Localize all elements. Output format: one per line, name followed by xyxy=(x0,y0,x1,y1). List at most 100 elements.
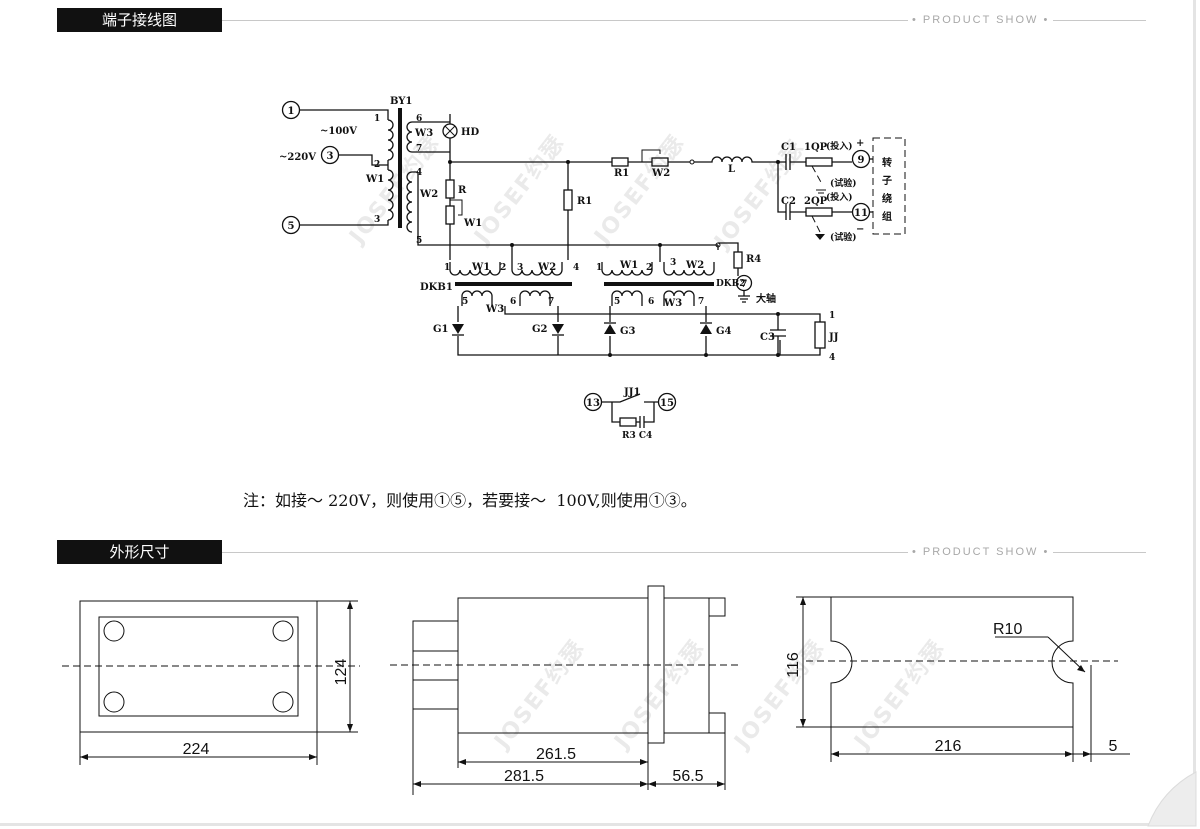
svg-text:7: 7 xyxy=(416,144,422,154)
jj1-label: JJ1 xyxy=(623,387,640,398)
terminal-5: 5 xyxy=(281,215,301,235)
svg-text:−: − xyxy=(856,224,864,235)
r1-label: R1 xyxy=(577,196,592,207)
svg-text:G4: G4 xyxy=(716,326,732,337)
svg-text:2: 2 xyxy=(646,263,652,273)
svg-text:C3: C3 xyxy=(760,332,775,343)
svg-text:9: 9 xyxy=(858,155,865,166)
inductor-l-label: L xyxy=(728,164,735,175)
svg-text:5: 5 xyxy=(288,221,295,232)
svg-text:C2: C2 xyxy=(781,196,796,207)
by1-label: BY1 xyxy=(390,96,412,107)
svg-text:1: 1 xyxy=(288,106,295,117)
svg-text:4: 4 xyxy=(573,263,579,273)
svg-text:1: 1 xyxy=(374,114,380,124)
terminal-3: 3 xyxy=(320,145,340,165)
diode-g1: G1 xyxy=(433,324,464,336)
svg-text:W2: W2 xyxy=(685,260,704,271)
svg-text:绕: 绕 xyxy=(882,192,892,205)
svg-text:(投入): (投入) xyxy=(826,191,853,203)
svg-text:W2: W2 xyxy=(537,262,556,273)
product-show-tagline-1: • PRODUCT SHOW • xyxy=(908,13,1054,27)
rotor-winding-box xyxy=(872,137,906,235)
by1-w2-label: W2 xyxy=(419,189,438,200)
dim-116: 116 xyxy=(785,652,802,678)
svg-text:(投入): (投入) xyxy=(826,140,853,152)
resistor-r3 xyxy=(619,417,637,427)
svg-text:7: 7 xyxy=(548,297,554,307)
dim-216: 216 xyxy=(935,738,962,755)
svg-text:5: 5 xyxy=(416,236,422,246)
r-label: R xyxy=(458,185,467,196)
svg-text:7: 7 xyxy=(741,279,748,290)
diode-g4: G4 xyxy=(700,322,732,337)
svg-text:子: 子 xyxy=(882,175,892,187)
v100-label: ~100V xyxy=(320,126,357,137)
svg-text:3: 3 xyxy=(517,263,523,273)
dkb2-label: DKB2 xyxy=(716,279,746,289)
svg-text:1: 1 xyxy=(829,311,835,321)
svg-text:1: 1 xyxy=(596,263,602,273)
svg-text:R3 C4: R3 C4 xyxy=(622,431,652,441)
svg-text:(试验): (试验) xyxy=(830,177,857,189)
relay-jj xyxy=(814,321,826,349)
svg-text:G1: G1 xyxy=(433,324,449,335)
svg-text:W1: W1 xyxy=(619,260,638,271)
svg-text:2: 2 xyxy=(500,263,506,273)
terminal-13: 13 xyxy=(583,392,603,412)
terminal-7: 7 xyxy=(735,274,753,292)
svg-text:4: 4 xyxy=(829,353,835,363)
svg-text:JJ: JJ xyxy=(828,332,839,343)
diode-g3: G3 xyxy=(604,322,636,337)
svg-text:2QP: 2QP xyxy=(804,196,828,207)
svg-text:1: 1 xyxy=(444,263,450,273)
svg-text:W2: W2 xyxy=(651,168,670,179)
svg-text:转: 转 xyxy=(882,156,892,169)
svg-text:3: 3 xyxy=(670,258,676,268)
svg-text:W3: W3 xyxy=(663,298,682,309)
svg-text:+: + xyxy=(856,138,864,149)
svg-text:1QP: 1QP xyxy=(804,142,828,153)
dim-5: 5 xyxy=(1109,738,1118,755)
svg-text:R4: R4 xyxy=(746,254,761,265)
v220-label: ~220V xyxy=(279,152,316,163)
svg-text:3: 3 xyxy=(374,215,380,225)
svg-text:3: 3 xyxy=(327,151,334,162)
wiring-note: 注：如接～ 220V，则使用①⑤，若要接～ 100V,则使用①③。 xyxy=(243,491,697,510)
svg-text:4: 4 xyxy=(416,168,422,178)
svg-text:5: 5 xyxy=(462,297,468,307)
svg-text:C1: C1 xyxy=(781,142,796,153)
dim-281-5: 281.5 xyxy=(504,768,544,785)
dim-261-5: 261.5 xyxy=(536,746,576,763)
svg-text:W1: W1 xyxy=(471,262,490,273)
svg-text:HD: HD xyxy=(461,127,479,138)
w1-pot-label: W1 xyxy=(463,218,482,229)
by1-w1-label: W1 xyxy=(365,174,384,185)
product-show-tagline-2: • PRODUCT SHOW • xyxy=(908,545,1054,559)
section-title-terminal: 端子接线图 xyxy=(57,8,222,32)
dkb1-label: DKB1 xyxy=(420,282,453,293)
svg-text:G2: G2 xyxy=(532,324,548,335)
svg-text:6: 6 xyxy=(510,297,516,307)
section-rule-terminal xyxy=(222,20,1146,21)
svg-text:2: 2 xyxy=(374,160,380,170)
svg-text:6: 6 xyxy=(416,114,422,124)
by1-primary-coil xyxy=(387,119,394,221)
side-view: 261.5 281.5 56.5 xyxy=(390,585,740,795)
svg-text:7: 7 xyxy=(698,297,704,307)
dim-124: 124 xyxy=(333,659,350,686)
dim-56-5: 56.5 xyxy=(672,768,703,785)
svg-text:11: 11 xyxy=(854,208,868,219)
terminal-15: 15 xyxy=(657,392,677,412)
svg-text:R1: R1 xyxy=(614,168,629,179)
mounting-view: R10 116 216 5 xyxy=(785,596,1130,762)
terminal-1: 1 xyxy=(281,100,301,120)
dim-224: 224 xyxy=(183,741,210,758)
svg-text:G3: G3 xyxy=(620,326,636,337)
section-title-outline: 外形尺寸 xyxy=(57,540,222,564)
svg-text:6: 6 xyxy=(648,297,654,307)
by1-w3-label: W3 xyxy=(414,128,433,139)
